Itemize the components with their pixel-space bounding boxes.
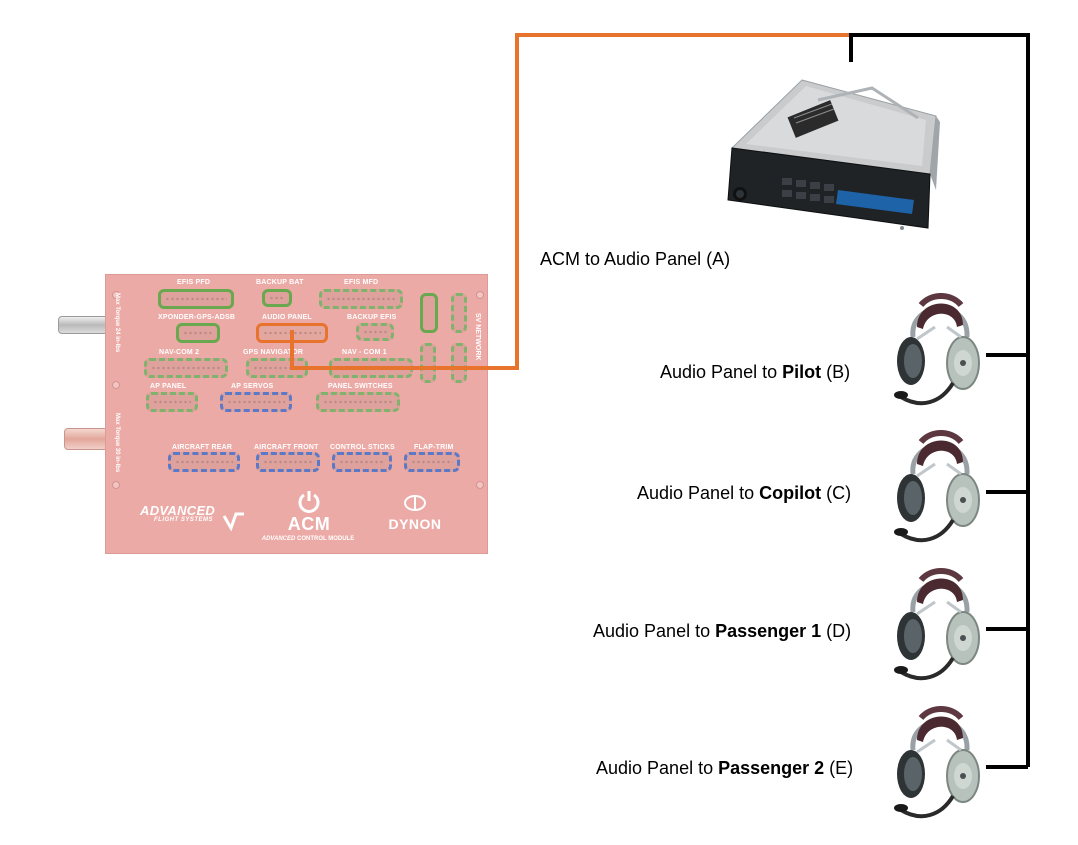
flap-trim-connector [404,452,460,472]
audio-panel-label: AUDIO PANEL [262,314,312,321]
flap-trim-label: FLAP-TRIM [414,444,454,451]
ap-panel-label: AP PANEL [150,383,187,390]
efis-pfd-connector [158,289,234,309]
caption-pilot: Audio Panel to Pilot (B) [660,361,850,383]
nav-com1-connector [329,358,413,378]
headset-passenger-2 [891,704,987,830]
efis-mfd-label: EFIS MFD [344,279,379,286]
dynon-mark [404,495,426,511]
torque-label-bottom: Max Torque 30 in-lbs [114,413,120,473]
board-screw [476,481,484,489]
aircraft-front-label: AIRCRAFT FRONT [254,444,319,451]
caption-passenger-2-suffix: (E) [824,758,854,778]
acm-logo-word: ACM [287,514,331,534]
gps-navigator-connector [246,358,308,378]
headset-copilot [891,428,987,554]
backup-efis-connector [356,323,394,341]
caption-pilot-bold: Pilot [782,362,822,382]
afs-logo-word: ADVANCED [140,503,216,518]
caption-copilot: Audio Panel to Copilot (C) [637,482,851,504]
caption-passenger-1-bold: Passenger 1 [715,621,822,641]
nav-com2-label: NAV-COM 2 [159,349,200,356]
nav-com2-connector [144,358,228,378]
sv-network-connector-2 [451,293,467,333]
acm-tagline-bold: ADVANCED [261,536,296,542]
caption-copilot-prefix: Audio Panel to [637,483,760,503]
headset-pilot [891,291,987,417]
caption-pilot-prefix: Audio Panel to [660,362,783,382]
backup-bat-connector [262,289,292,307]
aircraft-rear-label: AIRCRAFT REAR [172,444,233,451]
efis-mfd-connector [319,289,403,309]
ap-servos-label: AP SERVOS [231,383,274,390]
nav-com1-label: NAV - COM 1 [342,349,387,356]
backup-bat-label: BACKUP BAT [256,279,304,286]
xponder-connector [176,323,220,343]
acm-logo: ACM [279,490,339,534]
audio-panel-connector [256,323,328,343]
afs-logo-mark [222,512,244,532]
control-sticks-label: CONTROL STICKS [330,444,395,451]
panel-switches-label: PANEL SWITCHES [328,383,393,390]
acm-tagline: ADVANCED CONTROL MODULE [253,536,363,542]
caption-passenger-1-suffix: (D) [821,621,852,641]
sv-network-connector-4 [451,343,467,383]
ap-servos-connector [220,392,292,412]
acm-tagline-rest: CONTROL MODULE [295,536,355,542]
board-screw [112,381,120,389]
xponder-label: XPONDER-GPS-ADSB [158,314,236,321]
aircraft-rear-connector [168,452,240,472]
gps-navigator-label: GPS NAVIGATOR [243,349,304,356]
caption-copilot-bold: Copilot [759,483,822,503]
caption-passenger-1: Audio Panel to Passenger 1 (D) [593,620,851,642]
caption-acm-to-audio-panel: ACM to Audio Panel (A) [540,249,731,269]
power-icon [298,491,320,513]
sv-network-connector-3 [420,343,436,383]
backup-efis-label: BACKUP EFIS [347,314,397,321]
control-sticks-connector [332,452,392,472]
headset-passenger-1 [891,566,987,692]
mounting-knob-bottom [64,428,108,450]
caption-pilot-suffix: (B) [821,362,851,382]
aircraft-front-connector [256,452,320,472]
audio-panel-device [727,79,940,230]
caption-passenger-2: Audio Panel to Passenger 2 (E) [596,757,853,779]
caption-passenger-1-prefix: Audio Panel to [593,621,716,641]
sv-network-connector-1 [420,293,438,333]
efis-pfd-label: EFIS PFD [177,279,211,286]
sv-network-label: SV NETWORK [474,313,481,361]
caption-copilot-suffix: (C) [821,483,852,503]
mounting-knob-top [58,316,108,334]
ap-panel-connector [146,392,198,412]
afs-logo-subword: FLIGHT SYSTEMS [154,517,214,523]
dynon-logo-word: DYNON [388,516,442,532]
advanced-flight-systems-logo: ADVANCED FLIGHT SYSTEMS [140,504,215,523]
board-screw [476,291,484,299]
board-screw [112,291,120,299]
board-screw [112,481,120,489]
caption-passenger-2-bold: Passenger 2 [718,758,825,778]
dynon-logo: DYNON [380,494,450,531]
torque-label-top: Max Torque 24 in-lbs [114,293,120,353]
panel-switches-connector [316,392,400,412]
caption-passenger-2-prefix: Audio Panel to [596,758,719,778]
